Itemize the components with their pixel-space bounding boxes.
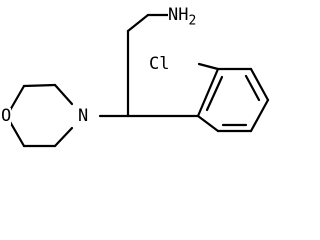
morpholine-bond-4	[7, 118, 26, 148]
chlorine-label: Cl	[149, 54, 170, 74]
morpholine-bond-2	[22, 83, 57, 88]
bond-ch2-chain	[126, 13, 150, 33]
morpholine-bond-3	[7, 84, 26, 114]
ring-double-bond-inner-2	[244, 74, 261, 102]
amine-subscript: 2	[188, 13, 197, 29]
amine-h-symbol: H	[178, 5, 189, 25]
ring-bond-4	[249, 67, 270, 102]
bond-ring-to-chlorine	[197, 62, 220, 71]
morpholine-nitrogen-label: N	[78, 106, 89, 126]
ring-bond-3	[249, 98, 270, 133]
morpholine-bond-6	[53, 126, 74, 148]
morpholine-oxygen-label: O	[1, 106, 12, 126]
ring-bond-6	[196, 67, 220, 118]
bond-layer	[7, 13, 270, 148]
amine-nitrogen-label: NH2	[168, 5, 197, 29]
amine-n-symbol: N	[168, 5, 179, 25]
ring-bond-1	[196, 114, 220, 133]
ring-double-bond-inner-3	[205, 75, 224, 112]
morpholine-bond-1	[53, 83, 74, 106]
structure-diagram: NH2 Cl N O	[1, 5, 270, 148]
